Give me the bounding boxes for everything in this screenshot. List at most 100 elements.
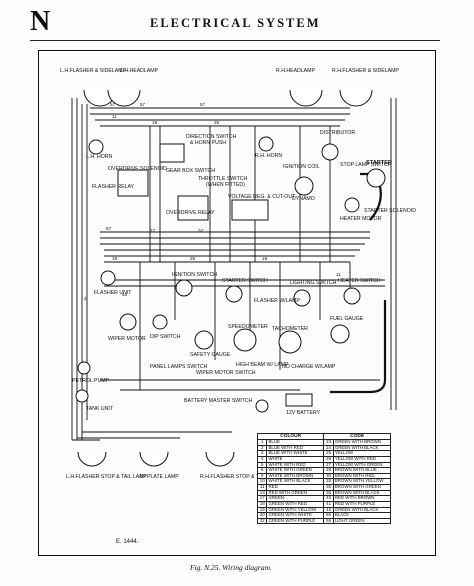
tank-unit-symbol bbox=[75, 389, 89, 403]
label-no-charge-lamp: NO CHARGE W/LAMP bbox=[282, 364, 336, 370]
rh-headlamp bbox=[289, 89, 323, 107]
label-tachometer: TACHOMETER bbox=[272, 326, 308, 332]
svg-text:46: 46 bbox=[122, 292, 128, 297]
distributor-symbol bbox=[321, 143, 339, 161]
voltage-reg-box bbox=[231, 199, 269, 221]
label-dip-switch: DIP SWITCH bbox=[150, 334, 181, 340]
dynamo-symbol bbox=[294, 176, 314, 196]
label-rh-horn: R.H. HORN bbox=[255, 153, 282, 159]
label-flasher-unit: FLASHER UNIT bbox=[94, 290, 132, 296]
safety-gauge-symbol bbox=[194, 330, 214, 350]
label-when-fitted: (WHEN FITTED) bbox=[206, 182, 245, 188]
dip-switch-symbol bbox=[152, 314, 168, 330]
label-rh-headlamp: R.H.HEADLAMP bbox=[276, 68, 315, 74]
svg-text:57: 57 bbox=[140, 102, 146, 107]
label-battery-master-switch: BATTERY MASTER SWITCH bbox=[184, 398, 253, 404]
label-safety-gauge: SAFETY GAUGE bbox=[190, 352, 231, 358]
colour-code-title2: CODE bbox=[323, 432, 391, 441]
rh-horn-symbol bbox=[258, 136, 274, 152]
vertical-feeds bbox=[149, 126, 331, 262]
label-tank-unit: TANK UNIT bbox=[86, 406, 114, 412]
wiper-motor-symbol bbox=[119, 313, 137, 331]
tachometer-symbol bbox=[278, 330, 302, 354]
battery-symbol bbox=[285, 393, 313, 407]
starter-switch-symbol bbox=[225, 285, 243, 303]
label-lh-flasher-sidelamp: L.H.FLASHER & SIDELAMP bbox=[60, 68, 127, 74]
petrol-pump-symbol bbox=[77, 361, 91, 375]
flasher-relay-box bbox=[117, 169, 149, 197]
svg-text:19: 19 bbox=[262, 256, 268, 261]
label-horn-push: & HORN PUSH bbox=[190, 140, 226, 146]
svg-text:A2: A2 bbox=[198, 228, 204, 233]
label-overdrive-relay: OVERDRIVE RELAY bbox=[166, 210, 215, 216]
heater-switch-symbol bbox=[343, 287, 361, 305]
svg-text:25: 25 bbox=[190, 256, 196, 261]
right-harness-trunk bbox=[390, 98, 397, 410]
rear-harness bbox=[72, 431, 232, 441]
label-starter: STARTER bbox=[366, 160, 392, 166]
label-starter-solenoid: STARTER SOLENOID bbox=[364, 208, 416, 214]
section-letter: N bbox=[30, 6, 51, 37]
battery-master-switch-symbol bbox=[255, 399, 269, 413]
label-speedometer: SPEEDOMETER bbox=[228, 324, 268, 330]
label-stop-lamp-switch: STOP LAMP SWITCH bbox=[340, 162, 392, 168]
label-plate-lamp: Nº PLATE LAMP bbox=[140, 474, 179, 480]
label-lh-headlamp: L.H.HEADLAMP bbox=[120, 68, 159, 74]
svg-text:11: 11 bbox=[336, 272, 341, 277]
header-rule bbox=[30, 40, 440, 41]
label-ignition-switch: IGNITION SWITCH bbox=[172, 272, 217, 278]
svg-text:4: 4 bbox=[84, 296, 87, 301]
label-high-beam-lamp: HIGH BEAM W/ LAMP bbox=[236, 362, 289, 368]
label-ignition-coil: IGNITION COIL bbox=[283, 164, 320, 170]
colour-code-title: COLOUR bbox=[256, 432, 325, 441]
label-starter-switch: STARTER SWITCH bbox=[222, 278, 268, 284]
label-fuel-gauge: FUEL GAUGE bbox=[330, 316, 364, 322]
lighting-switch-symbol bbox=[293, 289, 311, 307]
label-gear-box-switch: GEAR BOX SWITCH bbox=[166, 168, 215, 174]
front-cross-loom bbox=[90, 107, 350, 127]
page-header: ELECTRICAL SYSTEM bbox=[150, 16, 321, 30]
label-voltage-reg: VOLTAGE REG. & CUT-OUT bbox=[228, 194, 296, 200]
rh-sidelamp bbox=[339, 89, 373, 107]
label-direction-switch: DIRECTION SWITCH bbox=[186, 134, 237, 140]
lh-rear-lamp bbox=[77, 451, 107, 467]
label-wiper-motor-switch: WIPER MOTOR SWITCH bbox=[196, 370, 256, 376]
label-overdrive-solenoid: OVERDRIVE SOLENOID bbox=[108, 166, 167, 172]
ignition-switch-symbol bbox=[175, 279, 193, 297]
label-heater-motor: HEATER MOTOR bbox=[340, 216, 382, 222]
label-lighting-switch: LIGHTING SWITCH bbox=[290, 280, 337, 286]
speedometer-symbol bbox=[233, 328, 257, 352]
svg-text:17: 17 bbox=[150, 228, 156, 233]
flasher-unit-symbol bbox=[100, 270, 116, 286]
middle-cross-loom bbox=[100, 231, 370, 263]
colour-code-number: 22 bbox=[256, 517, 268, 525]
label-distributor: DISTRIBUTOR bbox=[320, 130, 355, 136]
svg-text:19: 19 bbox=[152, 120, 158, 125]
svg-text:11: 11 bbox=[112, 114, 117, 119]
drawing-reference: E. 1444. bbox=[116, 539, 139, 545]
overdrive-relay-box bbox=[177, 195, 209, 221]
colour-code-colour: GREEN WITH PURPLE bbox=[266, 517, 325, 525]
label-panel-lamps-switch: PANEL LAMPS SWITCH bbox=[150, 364, 208, 370]
label-heater-switch: HEATER SWITCH bbox=[338, 278, 381, 284]
svg-text:18: 18 bbox=[112, 256, 118, 261]
left-harness-trunk bbox=[71, 98, 88, 440]
colour-code-number: 55 bbox=[323, 517, 334, 525]
label-lh-horn: L.H. HORN bbox=[86, 154, 112, 160]
heater-motor-symbol bbox=[344, 197, 360, 213]
label-flasher-warning: FLASHER W/LAMP bbox=[254, 298, 300, 304]
colour-code-colour: LIGHT GREEN bbox=[332, 517, 392, 525]
dash-feeds bbox=[139, 262, 351, 390]
label-flasher-relay: FLASHER RELAY bbox=[92, 184, 135, 190]
label-dynamo: DYNAMO bbox=[292, 196, 315, 202]
svg-text:25: 25 bbox=[214, 120, 220, 125]
instrument-bus bbox=[100, 379, 380, 391]
lower-cross-loom bbox=[104, 279, 385, 287]
svg-text:57: 57 bbox=[106, 226, 112, 231]
label-lh-rear-lamp: L.H.FLASHER STOP & TAIL LAMP bbox=[66, 474, 148, 480]
figure-caption: Fig. N.25. Wiring diagram. bbox=[190, 563, 272, 572]
